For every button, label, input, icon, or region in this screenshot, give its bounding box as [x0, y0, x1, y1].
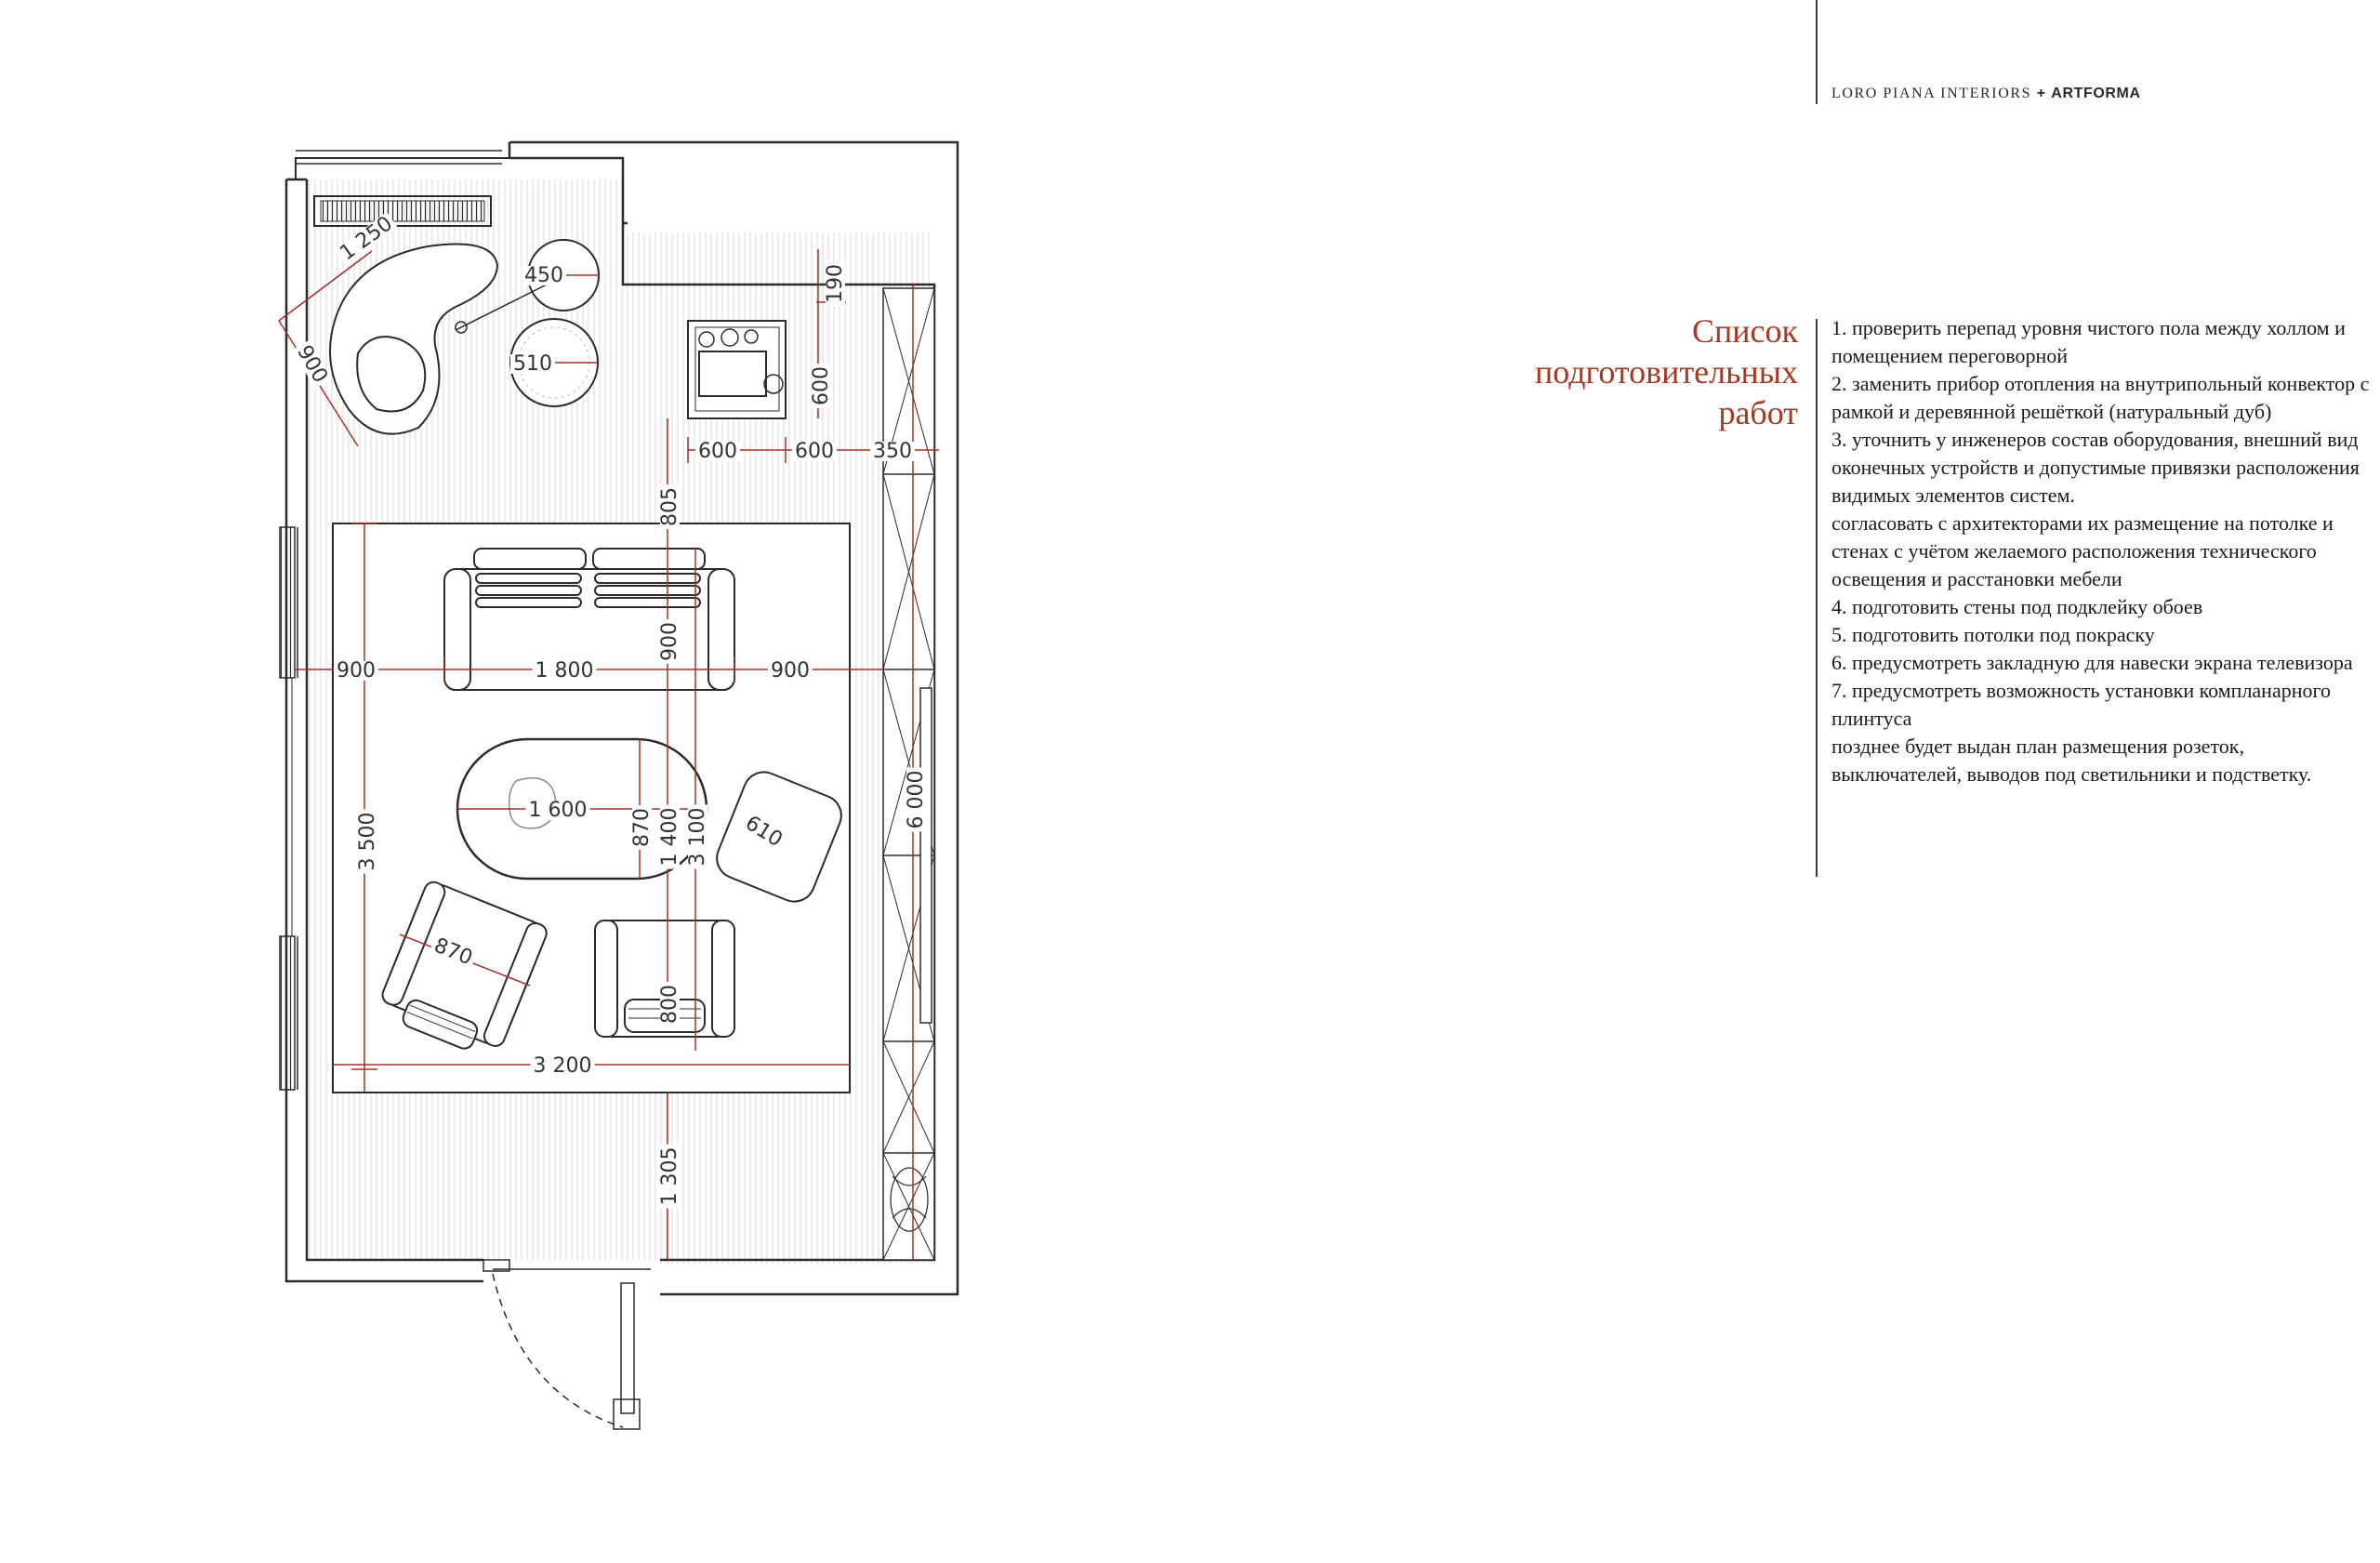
tv-screen-icon: [919, 687, 932, 1024]
dimension-label-backing: [429, 934, 478, 970]
floor-plan: 1 250 900 450 510 190 600 600 600 350 80…: [278, 140, 959, 1430]
preparatory-works-list: 1. проверить перепад уровня чистого пола…: [1831, 314, 2371, 788]
brand-primary: LORO PIANA INTERIORS: [1831, 86, 2032, 101]
dimension-label-backing: [660, 982, 680, 1027]
dim-rug-width: 3 200: [534, 1054, 592, 1078]
door-icon: [483, 1259, 651, 1430]
dim-table-width: 1 600: [529, 799, 588, 822]
dimension-label-backing: [826, 261, 845, 306]
dim-table-depth-b: 1 400: [658, 808, 681, 867]
dim-table-depth-a: 870: [630, 808, 654, 847]
list-item: 2. заменить прибор отопления на внутрипо…: [1831, 372, 2370, 423]
dim-armchair-depth: 800: [658, 985, 681, 1024]
list-item: 5. подготовить потолки под покраску: [1831, 623, 2155, 646]
dim-sofa-width: 1 800: [536, 659, 594, 682]
list-item: 4. подготовить стены под подклейку обоев: [1831, 595, 2203, 618]
dim-right-gap: 900: [771, 659, 810, 682]
floor-lamp-icon: [455, 321, 468, 334]
dimension-label-backing: [525, 801, 590, 820]
dimension-label-backing: [870, 442, 915, 461]
dimension-label-backing: [335, 211, 399, 266]
dim-tv-unit-depth: 600: [810, 366, 833, 405]
dim-clearance-b: 600: [795, 440, 834, 463]
page-title-line: работ: [1718, 394, 1798, 431]
dim-side-table-medium: 510: [513, 352, 552, 376]
list-item: 7. предусмотреть возможность установки к…: [1831, 679, 2331, 730]
text-divider: [1816, 319, 1818, 877]
brand-logo: LORO PIANA INTERIORS + ARTFORMA: [1831, 86, 2141, 102]
dim-clearance-a: 600: [698, 440, 737, 463]
dimension-label-backing: [792, 442, 837, 461]
dimension-label-backing: [358, 809, 377, 874]
dimension-label-backing: [660, 1144, 680, 1209]
brand-separator: +: [2036, 86, 2046, 101]
floor-lamp-arm: [455, 278, 559, 331]
dimension-label-backing: [812, 364, 831, 408]
radiator-icon: [313, 195, 492, 227]
list-item: позднее будет выдан план размещения розе…: [1831, 735, 2312, 786]
dim-offset-top: 190: [824, 264, 847, 303]
dimension-label-backing: [695, 442, 740, 461]
dim-side-table-small: 450: [524, 264, 563, 287]
header-divider: [1816, 0, 1818, 104]
dimension-label-backing: [660, 619, 680, 664]
dim-sofa-offset: 805: [658, 487, 681, 526]
dim-left-gap: 900: [337, 659, 376, 682]
dimension-label-backing: [906, 767, 926, 832]
dim-rug-depth: 3 500: [356, 813, 379, 871]
dimension-label-backing: [739, 811, 788, 853]
page-title-line: подготовительных: [1534, 353, 1798, 391]
media-console-icon: [687, 320, 787, 419]
lounge-chair-icon: [329, 243, 499, 435]
list-item: 1. проверить перепад уровня чистого пола…: [1831, 316, 2346, 367]
dimension-label-backing: [510, 354, 555, 374]
dimension-label-backing: [768, 661, 813, 681]
dimension-label-backing: [660, 804, 680, 869]
list-item: согласовать с архитекторами их размещени…: [1831, 511, 2334, 590]
dimension-label-backing: [632, 805, 652, 850]
dimension-label-backing: [522, 266, 566, 285]
dimension-label-backing: [292, 339, 332, 389]
dim-table-depth-c: 3 100: [686, 808, 709, 867]
dimension-label-backing: [660, 484, 680, 529]
dimension-label-backing: [530, 1056, 595, 1076]
dimension-label-backing: [688, 804, 707, 869]
page-title: Список подготовительных работ: [1450, 311, 1798, 433]
dim-bottom-gap: 1 305: [658, 1147, 681, 1206]
plant-icon: [890, 1167, 929, 1232]
dim-cabinet-depth: 350: [873, 440, 912, 463]
walls: [284, 140, 959, 1296]
dimension-label-backing: [532, 661, 597, 681]
list-item: 6. предусмотреть закладную для навески э…: [1831, 651, 2353, 674]
dimension-label-backing: [334, 661, 378, 681]
list-item: 3. уточнить у инженеров состав оборудова…: [1831, 428, 2360, 507]
page-title-line: Список: [1691, 312, 1798, 350]
dim-wall-length: 6 000: [905, 771, 928, 829]
window-upper: [279, 526, 298, 679]
dim-sofa-depth: 900: [658, 622, 681, 661]
window-lower: [279, 935, 298, 1091]
brand-secondary: ARTFORMA: [2051, 86, 2141, 101]
